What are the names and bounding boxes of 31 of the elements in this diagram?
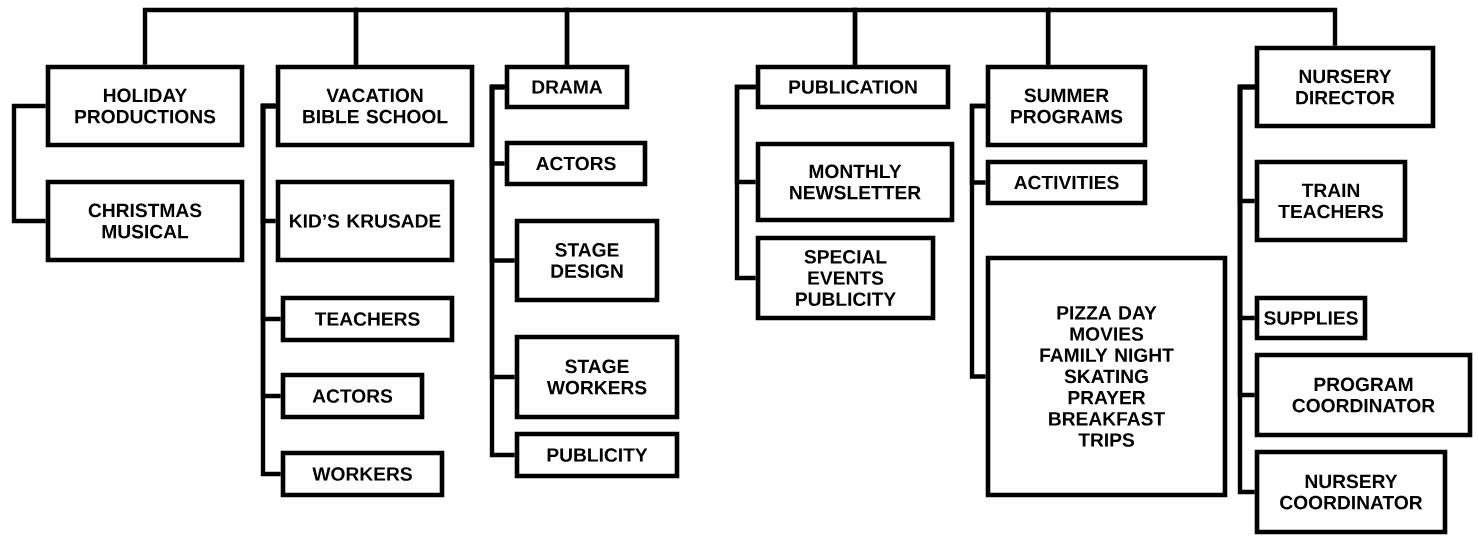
org-box: PUBLICITY	[514, 431, 680, 479]
org-box: ACTORS	[504, 140, 648, 187]
org-box: VACATION BIBLE SCHOOL	[275, 64, 475, 148]
org-box: NURSERY COORDINATOR	[1254, 449, 1448, 535]
org-box: STAGE DESIGN	[514, 218, 660, 303]
connector-line	[260, 103, 281, 477]
org-box: TRAIN TEACHERS	[1254, 159, 1408, 243]
org-box: SUMMER PROGRAMS	[985, 64, 1148, 148]
connector-line	[489, 84, 515, 458]
org-box: PIZZA DAY MOVIES FAMILY NIGHT SKATING PRAYER BREAKFAST TRIPS	[985, 255, 1228, 498]
connector-line	[1237, 84, 1255, 495]
org-box: TEACHERS	[280, 295, 455, 343]
org-box: CHRISTMAS MUSICAL	[45, 179, 245, 263]
org-box: HOLIDAY PRODUCTIONS	[45, 64, 245, 148]
org-box: DRAMA	[504, 64, 630, 110]
org-box: ACTIVITIES	[985, 159, 1148, 206]
connector-line	[969, 103, 986, 379]
org-box: PROGRAM COORDINATOR	[1254, 352, 1473, 438]
org-box: ACTORS	[280, 372, 425, 420]
org-box: KID’S KRUSADE	[275, 179, 455, 263]
org-box: NURSERY DIRECTOR	[1254, 45, 1436, 129]
org-box: STAGE WORKERS	[514, 334, 680, 420]
org-box: SUPPLIES	[1254, 295, 1368, 341]
connector-line	[852, 7, 1051, 65]
connector-line	[11, 103, 46, 224]
org-box: PUBLICATION	[755, 64, 951, 110]
connector-line	[734, 84, 756, 281]
org-box: SPECIAL EVENTS PUBLICITY	[755, 235, 936, 321]
org-box: WORKERS	[280, 450, 445, 498]
org-box: MONTHLY NEWSLETTER	[755, 141, 955, 223]
connector-line	[1045, 7, 1338, 65]
